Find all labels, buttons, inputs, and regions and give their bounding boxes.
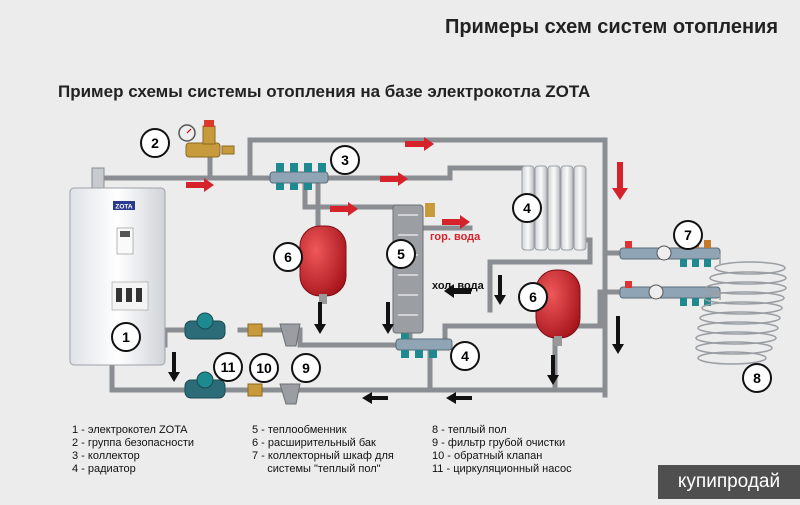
- hot-water-label: гор. вода: [430, 231, 481, 243]
- strainer-bottom: [279, 383, 301, 405]
- callout-heat-exchanger: 5: [397, 246, 405, 262]
- legend-item: 4 - радиатор: [72, 463, 136, 475]
- hot-arrow-icon: [186, 178, 214, 192]
- circulation-pump-top: [184, 312, 226, 340]
- boiler-brand-plate: [113, 201, 135, 210]
- legend-item: 6 - расширительный бак: [252, 437, 376, 449]
- callout-strainer: 9: [302, 360, 310, 376]
- legend-item: 2 - группа безопасности: [72, 437, 195, 449]
- callout-tank-left: 6: [284, 249, 292, 265]
- boiler-brand: ZOTA: [115, 204, 133, 211]
- hot-arrow-icon: [330, 202, 358, 216]
- circulation-pump-bottom: [184, 371, 226, 399]
- cold-water-label: хол. вода: [432, 280, 485, 292]
- electric-boiler: ZOTA: [69, 167, 166, 366]
- legend-item: 11 - циркуляционный насос: [432, 463, 572, 475]
- legend-item: системы "теплый пол": [252, 463, 381, 475]
- cold-arrow-icon: [494, 275, 506, 305]
- callout-check-valve: 10: [256, 360, 272, 376]
- legend-column-3: 8 - теплый пол 9 - фильтр грубой очистки…: [432, 424, 572, 476]
- thermometer-dial-icon: [648, 284, 664, 300]
- hot-arrow-icon: [612, 162, 628, 200]
- watermark: купипродай: [658, 465, 800, 499]
- callout-safety-group: 2: [151, 135, 159, 151]
- cold-arrow-icon: [444, 284, 471, 298]
- radiator: [521, 165, 587, 251]
- collector: [269, 163, 329, 190]
- legend-item: 5 - теплообменник: [252, 424, 347, 436]
- cold-arrow-icon: [446, 392, 472, 404]
- return-collector: [395, 331, 453, 358]
- legend-column-2: 5 - теплообменник 6 - расширительный бак…: [252, 424, 394, 476]
- legend-item: 10 - обратный клапан: [432, 450, 543, 462]
- page-title: Примеры схем систем отопления: [444, 16, 778, 38]
- check-valve-bottom: [247, 383, 263, 397]
- safety-group: [178, 120, 235, 158]
- callout-collector-cabinet: 7: [684, 227, 692, 243]
- callout-pump: 11: [221, 359, 236, 375]
- underfloor-heating-coil: [695, 254, 787, 365]
- hot-arrow-icon: [405, 137, 434, 151]
- callout-underfloor: 8: [753, 370, 761, 386]
- cold-arrow-icon: [547, 355, 559, 385]
- callout-tank-right: 6: [529, 289, 537, 305]
- thermometer-dial-icon: [656, 245, 672, 261]
- cold-arrow-icon: [362, 392, 388, 404]
- callouts: 1 2 3 4 5 6 6 7 8 9 10 11: [111, 128, 772, 393]
- callout-return-collector: 4: [461, 348, 469, 364]
- cold-arrow-icon: [314, 302, 326, 334]
- callout-collector: 3: [341, 152, 349, 168]
- expansion-tank-right: [535, 269, 581, 346]
- cold-arrow-icon: [382, 302, 394, 334]
- legend-item: 3 - коллектор: [72, 450, 140, 462]
- legend-item: 7 - коллекторный шкаф для: [252, 450, 394, 462]
- check-valve-top: [247, 323, 263, 337]
- legend-column-1: 1 - электрокотел ZOTA 2 - группа безопас…: [72, 424, 194, 476]
- callout-radiator: 4: [523, 200, 531, 216]
- hot-arrow-icon: [380, 172, 408, 186]
- strainer-top: [279, 323, 301, 347]
- diagram-subtitle: Пример схемы системы отопления на базе э…: [58, 82, 591, 101]
- callout-boiler: 1: [122, 329, 130, 345]
- flow-arrows-cold: [168, 275, 624, 404]
- legend-item: 9 - фильтр грубой очистки: [432, 437, 566, 449]
- cold-arrow-icon: [612, 316, 624, 354]
- cold-arrow-icon: [168, 352, 180, 382]
- flow-arrows-hot: [186, 137, 628, 229]
- legend-item: 1 - электрокотел ZOTA: [72, 424, 188, 436]
- hot-arrow-icon: [442, 215, 470, 229]
- expansion-tank-left: [299, 225, 347, 304]
- legend-item: 8 - теплый пол: [432, 424, 507, 436]
